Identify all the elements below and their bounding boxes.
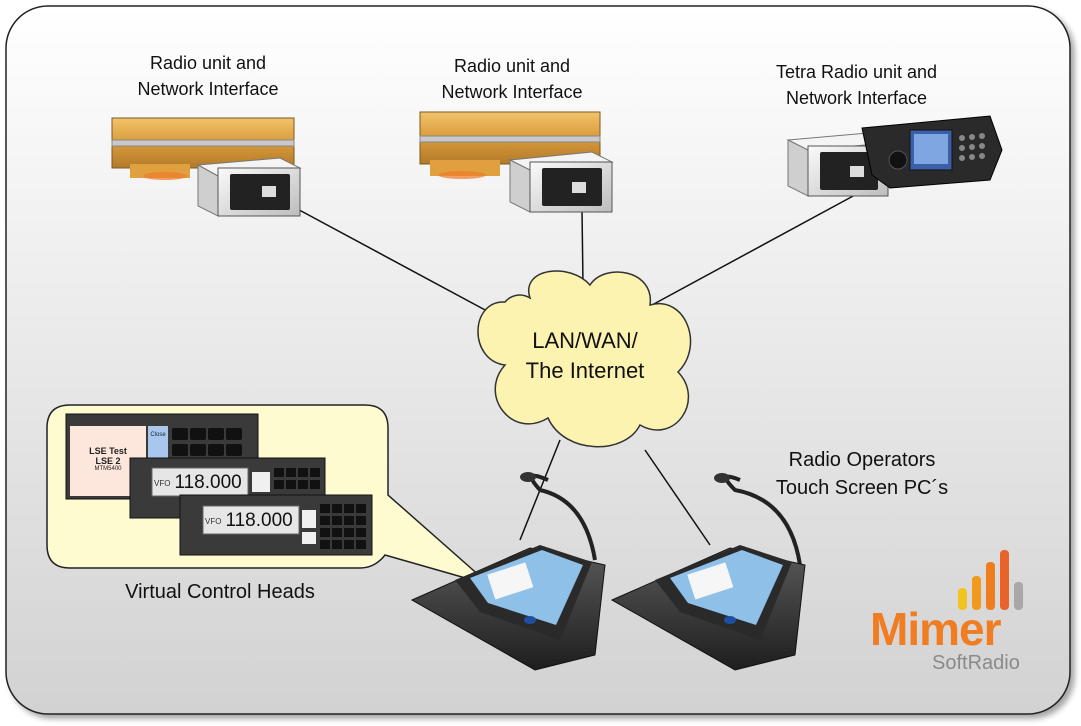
radio-operators-label: Radio Operators Touch Screen PC´s <box>752 446 972 502</box>
radio-unit-1-label-line2: Network Interface <box>137 79 279 99</box>
link-tetra-cloud <box>651 194 856 306</box>
virtual-control-heads-label: Virtual Control Heads <box>90 579 350 605</box>
virtual-control-heads-text: Virtual Control Heads <box>125 581 315 603</box>
link-radio2-cloud <box>581 209 584 286</box>
lse-line3: MTM5400 <box>94 466 122 472</box>
tetra-radio-label-line1: Tetra Radio unit and <box>775 62 938 82</box>
mimer-logo-bars <box>958 550 1023 610</box>
tetra-radio-label-line2: Network Interface <box>785 88 928 108</box>
radio-unit-1-label: Radio unit and Network Interface <box>108 50 308 102</box>
tetra-radio-unit <box>861 115 1003 189</box>
network-interface-2 <box>508 151 614 213</box>
logo-bar-5 <box>1014 582 1023 610</box>
mimer-logo-brand: Mimer <box>870 603 1001 655</box>
operator-desk-2 <box>610 473 806 671</box>
vfo-2-frequency: 118.000 <box>225 510 293 531</box>
mimer-logo-sub: SoftRadio <box>932 652 1020 674</box>
link-cloud-desk2 <box>644 449 711 546</box>
radio-unit-1 <box>111 117 295 180</box>
tetra-radio-label: Tetra Radio unit and Network Interface <box>744 59 969 111</box>
logo-bar-3 <box>986 562 995 610</box>
lse-screen-text: LSE Test LSE 2 MTM5400 <box>70 446 146 472</box>
cloud-label-line2: The Internet <box>525 358 645 383</box>
radio-operators-label-line1: Radio Operators <box>788 449 936 471</box>
vfo-2-display: VFO 118.000 <box>205 508 299 534</box>
logo-bar-2 <box>972 576 981 610</box>
vfo-1-display: VFO 118.000 <box>154 470 248 496</box>
virtual-head-screen-vfo-2 <box>179 494 373 556</box>
logo-bar-1 <box>958 588 967 610</box>
link-radio1-cloud <box>289 204 501 319</box>
vfo-1-frequency: 118.000 <box>174 472 242 493</box>
network-interface-1 <box>196 157 302 217</box>
radio-operators-label-line2: Touch Screen PC´s <box>775 477 949 499</box>
vfo-1-mode: VFO <box>154 478 171 488</box>
radio-unit-2-label-line2: Network Interface <box>441 82 583 102</box>
network-cloud <box>477 270 692 448</box>
cloud-label: LAN/WAN/ The Internet <box>490 326 680 386</box>
logo-bar-4 <box>1000 550 1009 610</box>
lse-side-label: Close <box>150 432 166 438</box>
operator-desk-1 <box>410 472 606 671</box>
lse-line2: LSE 2 <box>95 456 121 466</box>
radio-unit-2-label: Radio unit and Network Interface <box>412 53 612 105</box>
lse-line1: LSE Test <box>89 446 127 456</box>
cloud-label-line1: LAN/WAN/ <box>532 328 638 353</box>
radio-unit-1-label-line1: Radio unit and <box>149 53 267 73</box>
vfo-2-mode: VFO <box>205 516 222 526</box>
radio-unit-2-label-line1: Radio unit and <box>453 56 571 76</box>
